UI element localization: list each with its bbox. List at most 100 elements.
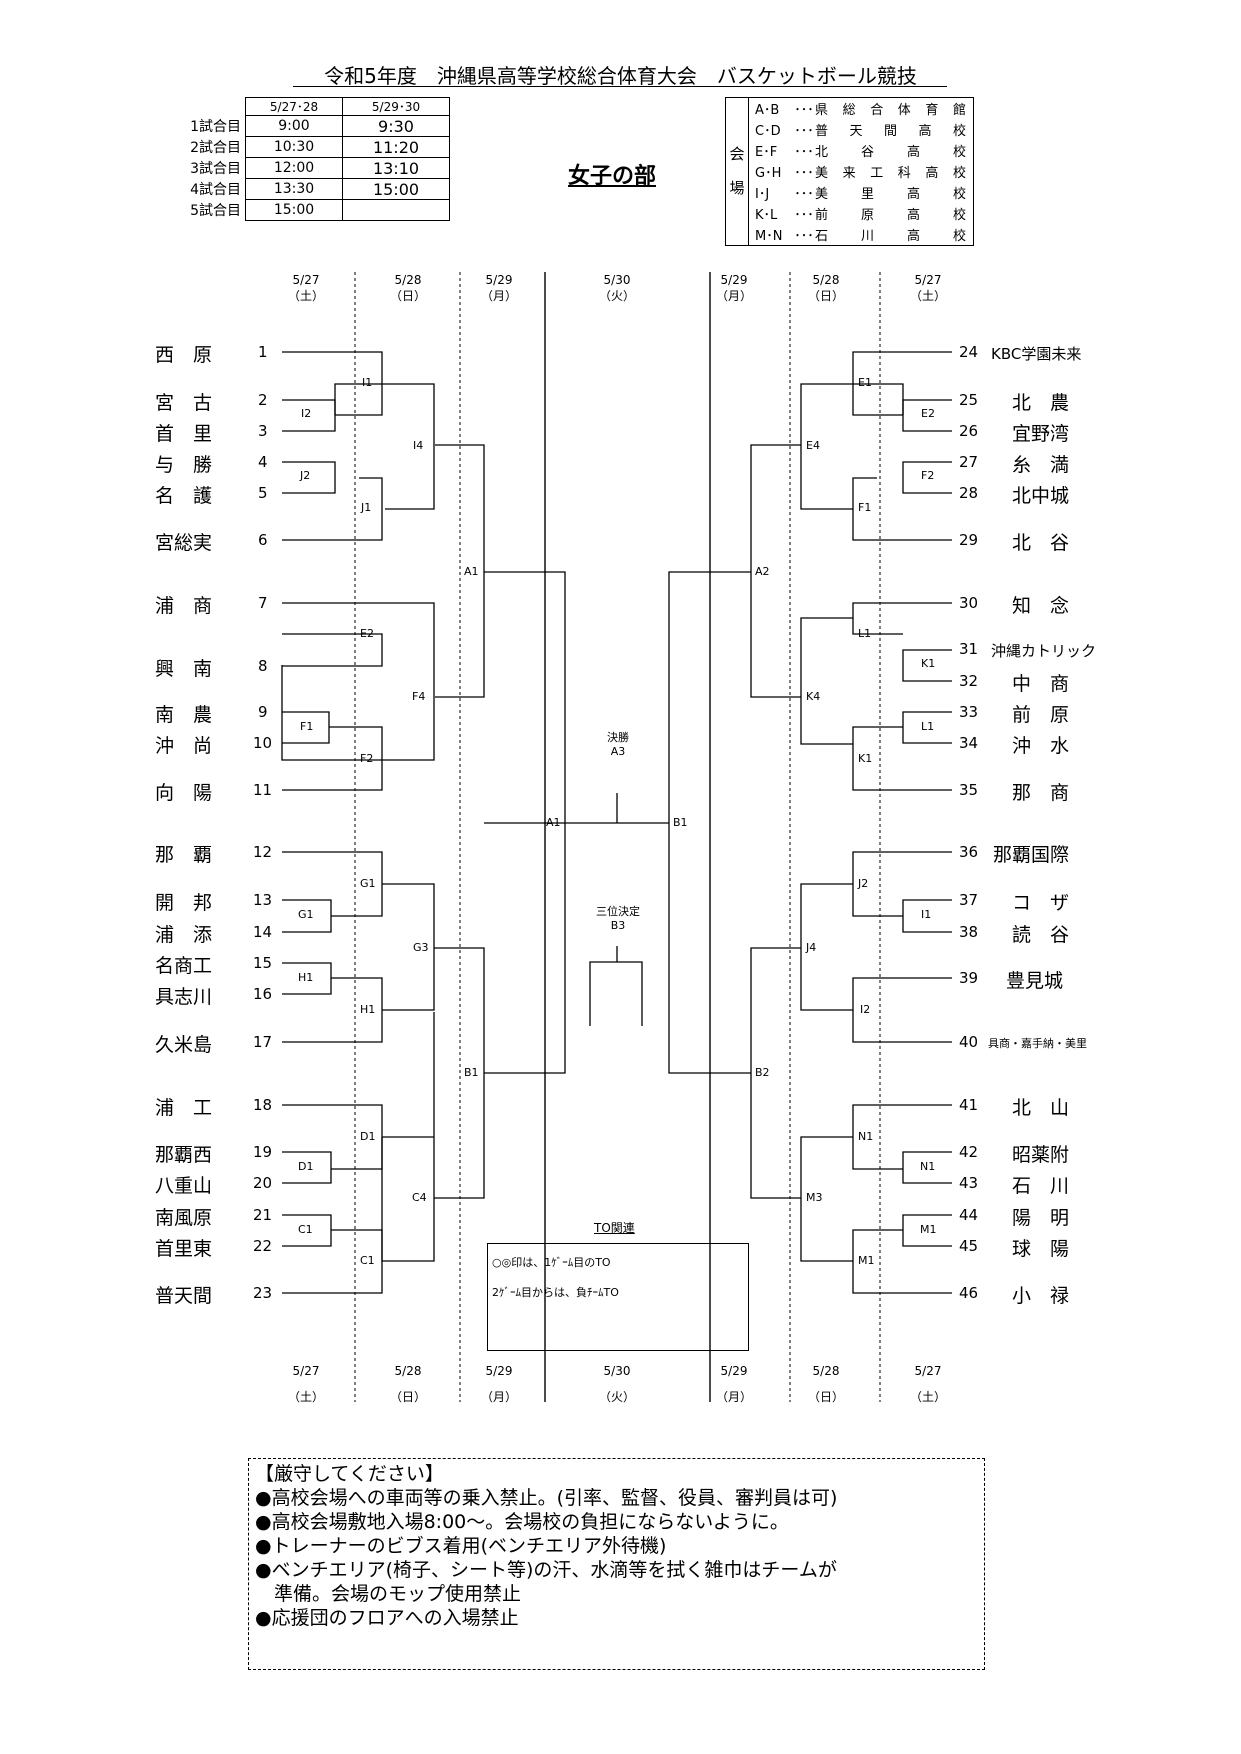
- to-box: ○◎印は、1ｹﾞｰﾑ目のTO 2ｹﾞｰﾑ目からは、負ﾁｰﾑTO: [487, 1243, 749, 1351]
- match-label: H1: [298, 971, 314, 984]
- team-name: 具志川: [155, 986, 213, 1008]
- match-label: D1: [298, 1160, 314, 1173]
- venue-name: 前原高校: [815, 208, 967, 223]
- match-label: I2: [301, 407, 312, 420]
- bracket-path: [668, 571, 751, 1074]
- to-line: ○◎印は、1ｹﾞｰﾑ目のTO: [492, 1256, 611, 1269]
- bracket-path: [484, 823, 566, 1074]
- team-number: 44: [959, 1206, 979, 1224]
- division-title: 女子の部: [568, 164, 657, 189]
- team-name: KBC学園未来: [991, 345, 1082, 363]
- team-name: 与 勝: [155, 454, 213, 476]
- venue-dots: ･･･: [794, 208, 814, 223]
- team-number: 26: [959, 422, 979, 440]
- bracket-path: [281, 602, 435, 761]
- team-number: 45: [959, 1237, 979, 1255]
- bracket-path: [382, 883, 435, 1011]
- schedule-table: 5/27･28 5/29･30 1試合目 9:00 9:30 2試合目 10:3…: [155, 97, 450, 221]
- team-number: 13: [253, 891, 273, 909]
- team-name: 名 護: [155, 485, 213, 507]
- team-name: 沖縄カトリック: [991, 642, 1097, 660]
- match-label: C4: [412, 1191, 427, 1204]
- bracket-path: [282, 399, 336, 432]
- venue-header: 会場: [725, 97, 749, 246]
- date-label: 5/29（月）: [715, 273, 752, 303]
- venue-code: M･N: [755, 229, 783, 244]
- match-label: L1: [921, 720, 935, 733]
- team-number: 43: [959, 1174, 979, 1192]
- match-label: C1: [360, 1254, 375, 1267]
- team-name: 球 陽: [1012, 1238, 1070, 1260]
- team-name: 興 南: [155, 658, 213, 680]
- venue-name: 北谷高校: [815, 145, 967, 160]
- match-label: L1: [858, 627, 872, 640]
- rule-item: ●応援団のフロアへの入場禁止: [255, 1607, 519, 1629]
- venue-name: 県総合体育館: [815, 103, 967, 118]
- team-name: 北 谷: [1012, 532, 1070, 554]
- bracket-path: [282, 726, 383, 791]
- date-label: 5/30（火）: [598, 273, 635, 303]
- schedule-header-a: 5/27･28: [245, 97, 343, 116]
- day-separators: [354, 272, 881, 1402]
- team-name: 宮総実: [155, 532, 213, 554]
- rule-item: ●ベンチエリア(椅子、シート等)の汗、水滴等を拭く雑巾はチームが: [255, 1559, 837, 1581]
- match-label: N1: [858, 1130, 874, 1143]
- venue-name: 石川高校: [815, 229, 967, 244]
- date-label: 5/28（日）: [807, 1364, 844, 1404]
- match-label: B1: [464, 1066, 479, 1079]
- venue-code: K･L: [755, 208, 778, 223]
- match-label: E4: [806, 439, 820, 452]
- bracket-path: [800, 883, 853, 1011]
- venue-dots: ･･･: [794, 166, 814, 181]
- team-number: 5: [258, 484, 268, 502]
- match-label: I1: [921, 908, 932, 921]
- venue-dots: ･･･: [794, 103, 814, 118]
- team-number: 42: [959, 1143, 979, 1161]
- match-label: H1: [360, 1003, 376, 1016]
- bracket-path: [852, 977, 952, 1043]
- match-label: A1: [464, 565, 479, 578]
- team-number: 31: [959, 640, 979, 658]
- date-label: 5/28（日）: [389, 273, 426, 303]
- venue-dots: ･･･: [794, 187, 814, 202]
- match-label: E1: [858, 376, 872, 389]
- team-name: 那 商: [1012, 782, 1070, 804]
- team-name: 那覇国際: [993, 844, 1070, 866]
- match-label: F2: [360, 752, 374, 765]
- venue-table: 会場 A･B ･･･ 県総合体育館 C･D･･･普天間高校 E･F･･･北谷高校…: [725, 97, 974, 246]
- team-number: 14: [253, 923, 273, 941]
- team-name: 沖 水: [1012, 735, 1070, 757]
- team-number: 37: [959, 891, 979, 909]
- match-label: I1: [362, 376, 373, 389]
- team-name: 読 谷: [1012, 924, 1070, 946]
- match-label: F2: [921, 469, 935, 482]
- venue-header-text: 会場: [729, 145, 745, 197]
- schedule-time-a: 13:30: [245, 178, 343, 200]
- bracket-path: [282, 477, 383, 541]
- team-name: 昭薬附: [1012, 1144, 1070, 1166]
- match-label: M1: [920, 1223, 937, 1236]
- team-name: 石 川: [1012, 1175, 1070, 1197]
- team-number: 2: [258, 391, 268, 409]
- team-name: 南風原: [155, 1207, 213, 1229]
- team-number: 25: [959, 391, 979, 409]
- venue-dots: ･･･: [794, 145, 814, 160]
- team-number: 17: [253, 1033, 273, 1051]
- date-label: 5/27（土）: [909, 273, 946, 303]
- schedule-time-a: 15:00: [245, 199, 343, 221]
- team-name: 沖 尚: [155, 735, 213, 757]
- team-name: 糸 満: [1012, 454, 1070, 476]
- match-label: F4: [412, 690, 426, 703]
- bracket-path: [282, 899, 332, 933]
- match-label: I4: [413, 439, 424, 452]
- team-number: 19: [253, 1143, 273, 1161]
- schedule-time-b: 15:00: [342, 178, 450, 200]
- team-number: 1: [258, 343, 268, 361]
- venue-code: E･F: [755, 145, 778, 160]
- team-number: 10: [253, 734, 273, 752]
- date-label: 5/27（土）: [287, 273, 324, 303]
- team-number: 8: [258, 657, 268, 675]
- round-separators: [544, 272, 711, 1402]
- bracket-path: [902, 461, 952, 494]
- match-label: C1: [298, 1223, 313, 1236]
